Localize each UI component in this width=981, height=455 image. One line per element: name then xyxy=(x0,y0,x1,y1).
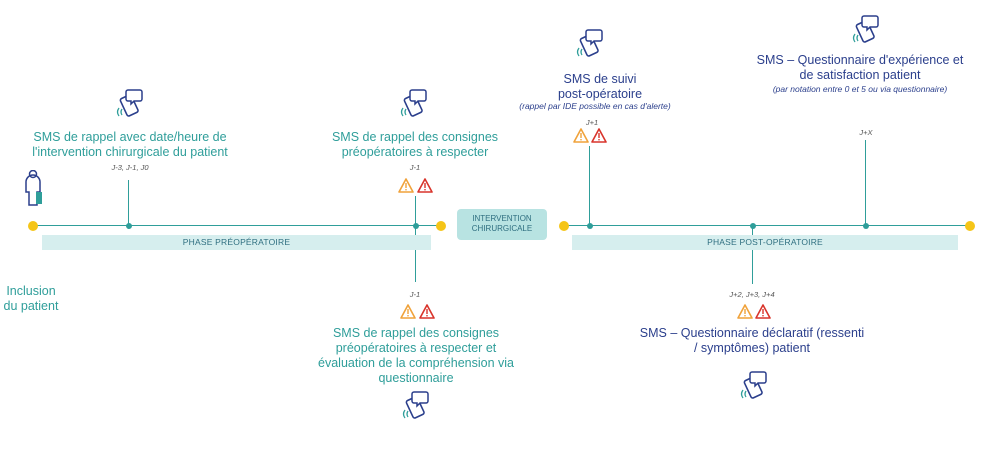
sms-phone-icon-consignes-eval xyxy=(402,391,429,420)
sms-consignes-eval-label: SMS de rappel des consignes préopératoir… xyxy=(318,326,514,385)
warning-red-icon xyxy=(419,304,435,319)
tick-line-consignes-eval xyxy=(415,226,417,282)
sms-satisfaction-note: (par notation entre 0 et 5 ou via questi… xyxy=(772,84,948,94)
tick-dot-declaratif xyxy=(749,223,756,229)
sms-declaratif-days: J+2, J+3, J+4 xyxy=(729,290,775,299)
sms-phone-icon-consignes xyxy=(400,89,427,118)
timeline-line-post xyxy=(563,225,969,227)
sms-suivi-label: SMS de suivi post-opératoire xyxy=(557,72,643,101)
warning-orange-icon xyxy=(398,178,414,193)
tick-dot-consignes xyxy=(412,223,419,229)
sms-rappel-date-label: SMS de rappel avec date/heure de l'inter… xyxy=(32,130,228,159)
sms-satisfaction-days: J+X xyxy=(859,128,873,137)
tick-dot-suivi xyxy=(586,223,593,229)
tick-dot-rappel-date xyxy=(125,223,132,229)
sms-phone-icon-rappel-date xyxy=(116,89,143,118)
inclusion-label: Inclusion du patient xyxy=(3,284,59,313)
timeline-line-pre xyxy=(33,225,440,227)
sms-phone-icon-suivi xyxy=(576,29,603,58)
warning-red-icon xyxy=(591,128,607,143)
pre-phase-end-dot xyxy=(436,221,446,231)
sms-consignes-eval-days: J-1 xyxy=(409,290,421,299)
warning-orange-icon xyxy=(573,128,589,143)
tick-line-satisfaction xyxy=(865,140,867,226)
tick-line-declaratif xyxy=(752,226,754,284)
sms-declaratif-label: SMS – Questionnaire déclaratif (ressenti… xyxy=(639,326,865,355)
tick-line-consignes xyxy=(415,196,417,226)
sms-phone-icon-declaratif xyxy=(740,371,767,400)
warning-red-icon xyxy=(755,304,771,319)
phase-post-band: PHASE POST-OPÉRATOIRE xyxy=(572,235,958,250)
tick-line-rappel-date xyxy=(128,180,130,226)
warning-orange-icon xyxy=(737,304,753,319)
sms-suivi-days: J+1 xyxy=(585,118,599,127)
sms-rappel-date-days: J-3, J-1, J0 xyxy=(111,163,149,172)
sms-satisfaction-label: SMS – Questionnaire d'expérience et de s… xyxy=(756,53,964,82)
timeline-start-dot xyxy=(28,221,38,231)
warning-red-icon xyxy=(417,178,433,193)
sms-consignes-days: J-1 xyxy=(409,163,421,172)
sms-consignes-label: SMS de rappel des consignes préopératoir… xyxy=(331,130,499,159)
tick-dot-satisfaction xyxy=(862,223,869,229)
sms-suivi-note: (rappel par IDE possible en cas d'alerte… xyxy=(519,101,671,111)
post-phase-start-dot xyxy=(559,221,569,231)
intervention-box: INTERVENTION CHIRURGICALE xyxy=(457,209,547,240)
phase-pre-band: PHASE PRÉOPÉRATOIRE xyxy=(42,235,431,250)
sms-phone-icon-satisfaction xyxy=(852,15,879,44)
patient-icon xyxy=(25,170,42,206)
timeline-end-dot xyxy=(965,221,975,231)
tick-line-suivi xyxy=(589,146,591,226)
warning-orange-icon xyxy=(400,304,416,319)
